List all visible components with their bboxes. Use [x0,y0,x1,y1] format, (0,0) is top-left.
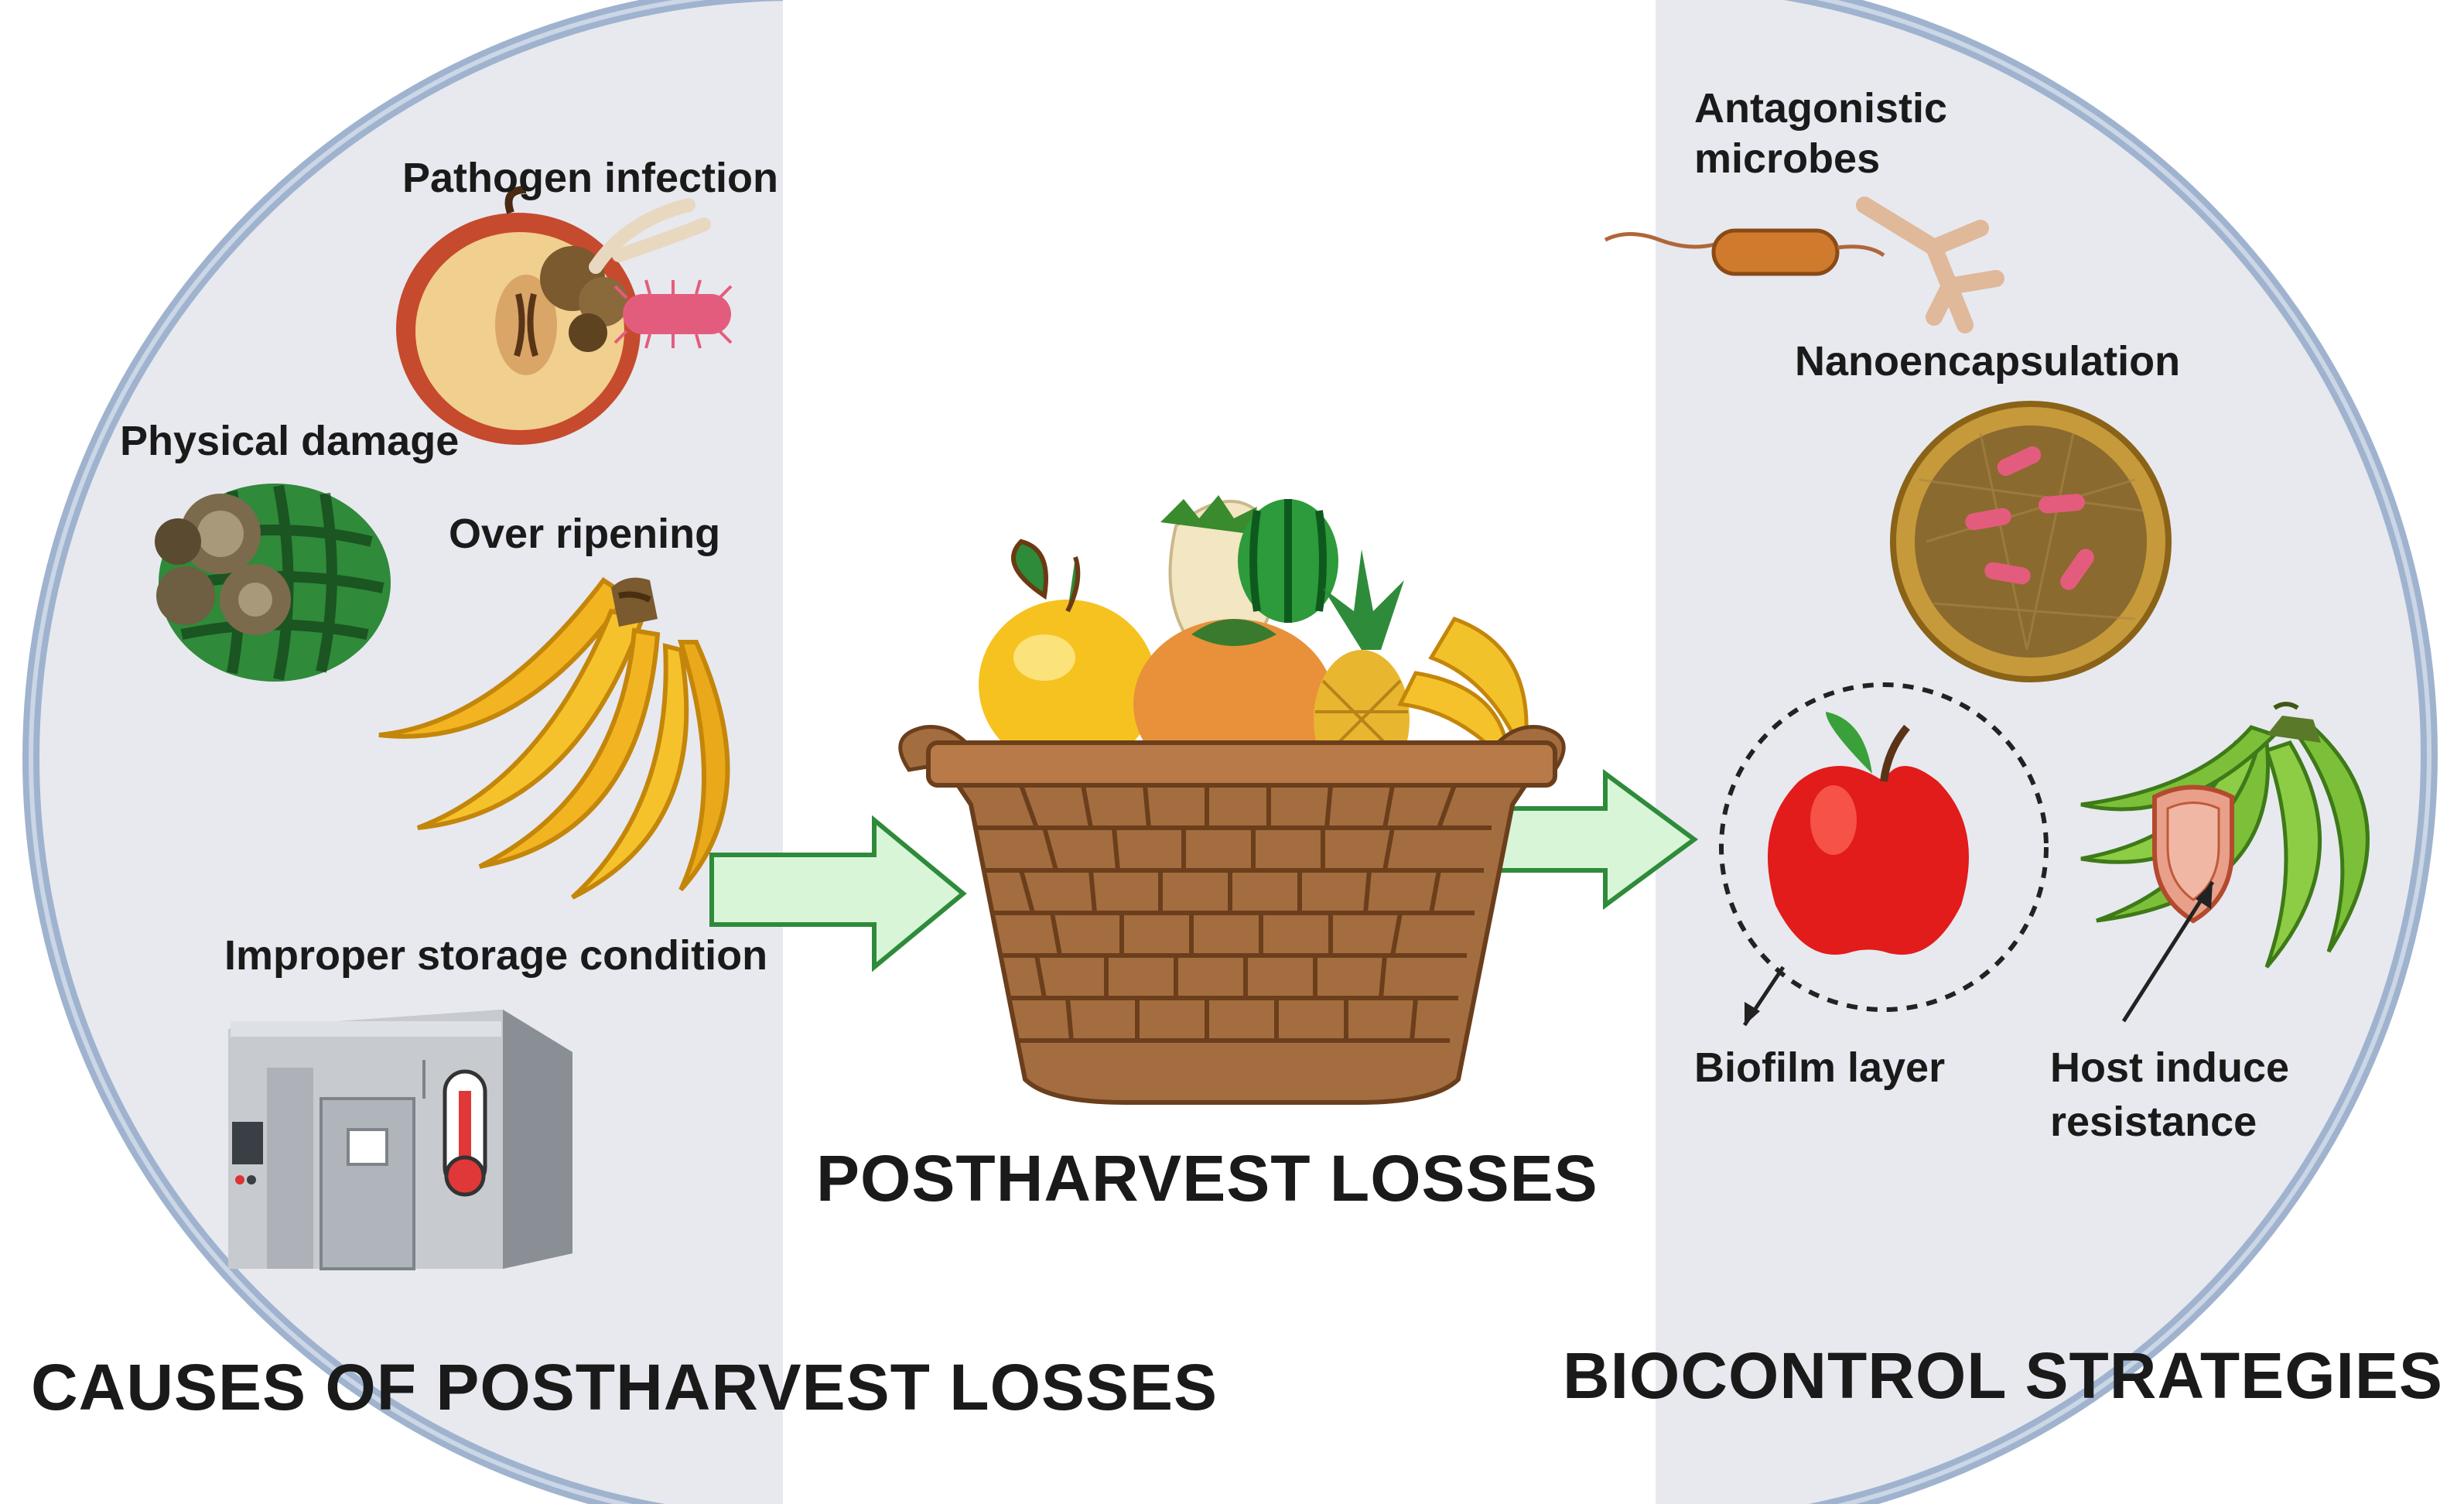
nanoencapsulation-label: Nanoencapsulation [1795,338,2181,385]
nanocapsule-icon [1890,401,2172,682]
physical-damage-label: Physical damage [120,418,460,464]
improper-storage-label: Improper storage condition [224,932,768,979]
green-banana-shield-icon [2080,702,2370,1023]
cold-storage-room-icon [228,1010,572,1270]
pathogen-infection-label: Pathogen infection [402,155,778,201]
host-induce-label-line2: resistance [2050,1099,2257,1145]
biofilm-apple-icon [1719,682,2049,1027]
antagonistic-label-line2: microbes [1694,135,1881,182]
banana-bunch-icon [378,576,730,900]
antagonistic-label-line1: Antagonistic [1694,85,1948,132]
right-panel-title: BIOCONTROL STRATEGIES [1563,1339,2443,1412]
over-ripening-label: Over ripening [449,511,721,557]
right-panel [1656,0,2438,1504]
center-title: POSTHARVEST LOSSES [816,1142,1598,1215]
antagonistic-microbe-icon [1604,197,2004,333]
rotten-apple-icon [396,186,733,445]
left-panel-title: CAUSES OF POSTHARVEST LOSSES [31,1351,1218,1424]
fruit-basket-icon [898,495,1566,1105]
damaged-watermelon-icon [155,484,391,682]
host-induce-label-line1: Host induce [2050,1044,2290,1091]
arrow-causes-to-losses [709,815,967,972]
biofilm-layer-label: Biofilm layer [1694,1044,1946,1091]
arrow-losses-to-strategies [1492,769,1699,910]
